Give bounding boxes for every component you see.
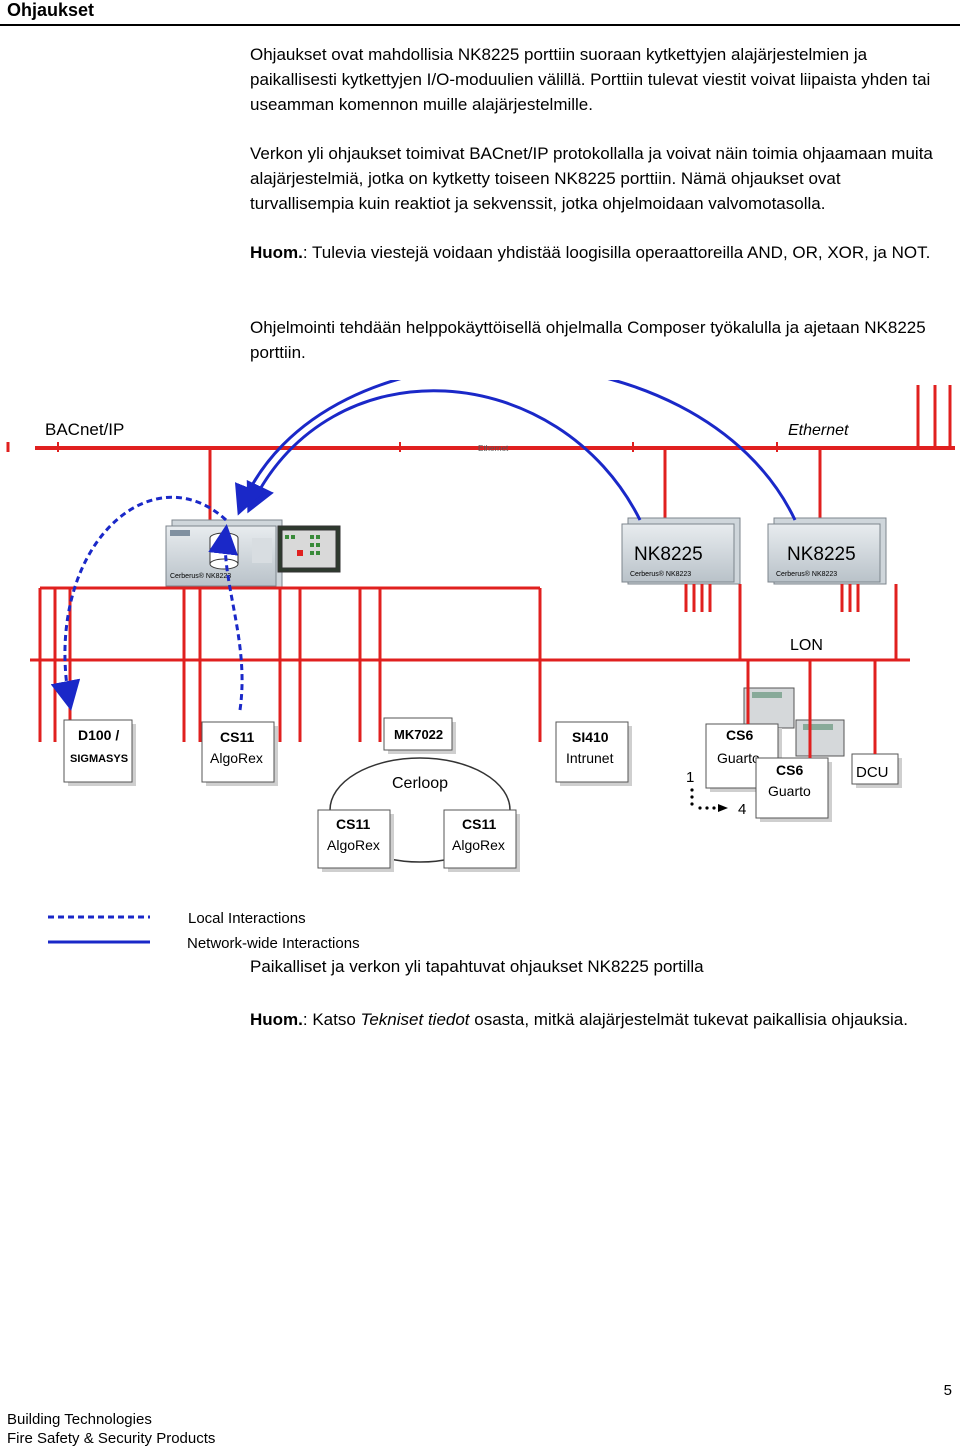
nk8225-device-left: Cerberus® NK8223 xyxy=(621,517,741,585)
cs11b-title: CS11 xyxy=(336,816,370,832)
note2-label: Huom. xyxy=(250,1010,303,1029)
cs11c-title: CS11 xyxy=(462,816,496,832)
d100-sigmasys-box xyxy=(63,719,136,786)
page-number: 5 xyxy=(943,1382,952,1399)
bacnet-label: BACnet/IP xyxy=(45,420,124,439)
nk8225-label-left: NK8225 xyxy=(634,544,703,565)
cs6b-subtitle: Guarto xyxy=(768,783,811,799)
page-title: Ohjaukset xyxy=(7,0,95,20)
si410-box xyxy=(555,721,632,786)
paragraph-intro: Ohjaukset ovat mahdollisia NK8225 portti… xyxy=(250,45,931,114)
d100-label: D100 / xyxy=(78,727,119,743)
guarto-keypad-2 xyxy=(795,719,845,757)
cs6-title: CS6 xyxy=(726,727,753,743)
cs11-box-c xyxy=(443,809,520,872)
guarto-keypad-1 xyxy=(743,687,795,729)
network-interaction-arcs xyxy=(235,380,797,521)
mk7022-title: MK7022 xyxy=(394,727,443,742)
ethernet-label: Ethernet xyxy=(788,422,849,439)
note-text: : Tulevia viestejä voidaan yhdistää loog… xyxy=(302,243,931,262)
dcu-label: DCU xyxy=(856,764,889,781)
footer-line-2: Fire Safety & Security Products xyxy=(7,1430,216,1447)
note2-before: : Katso xyxy=(302,1010,361,1029)
cs6-count-end: 4 xyxy=(738,801,746,818)
lon-drops xyxy=(746,660,877,758)
local-interaction-arcs xyxy=(50,495,244,711)
si410-subtitle: Intrunet xyxy=(566,750,614,766)
cs6-count-start: 1 xyxy=(686,769,694,786)
svg-text:Cerberus® NK8223: Cerberus® NK8223 xyxy=(630,570,691,578)
paragraph-note-operators: Huom.: Tulevia viestejä voidaan yhdistää… xyxy=(250,240,940,265)
svg-text:Cerberus® NK8223: Cerberus® NK8223 xyxy=(776,570,837,578)
cs11-box-b xyxy=(317,809,394,872)
nk8225-label-right: NK8225 xyxy=(787,544,856,565)
legend-local-label: Local Interactions xyxy=(188,910,306,927)
sigmasys-label: SIGMASYS xyxy=(70,753,128,765)
svg-text:Cerberus® NK8223: Cerberus® NK8223 xyxy=(170,572,231,580)
lon-label: LON xyxy=(790,637,823,654)
note2-link-text: Tekniset tiedot xyxy=(360,1010,470,1029)
legend-network-label: Network-wide Interactions xyxy=(187,935,360,952)
cs6-subtitle: Guarto xyxy=(717,750,760,766)
nk8225-device-right: Cerberus® NK8223 xyxy=(767,517,887,585)
nk8225-io-lines xyxy=(684,584,898,660)
network-diagram: BACnet/IP Ethernet Ethernet Cerberus® NK… xyxy=(6,380,955,952)
paragraph-network: Verkon yli ohjaukset toimivat BACnet/IP … xyxy=(250,144,933,213)
cs11-subtitle: AlgoRex xyxy=(210,750,263,766)
mk7022-box xyxy=(383,717,456,754)
si410-title: SI410 xyxy=(572,729,609,745)
cs11-box xyxy=(201,721,278,786)
footer-line-1: Building Technologies xyxy=(7,1411,152,1428)
note-label: Huom. xyxy=(250,243,303,262)
nk8225-device-local: Cerberus® NK8223 xyxy=(165,519,341,589)
cerloop-label: Cerloop xyxy=(392,775,448,792)
cs11b-subtitle: AlgoRex xyxy=(327,837,380,853)
page-header: Ohjaukset xyxy=(0,0,960,26)
figure-caption: Paikalliset ja verkon yli tapahtuvat ohj… xyxy=(250,957,704,976)
cs6-box-b xyxy=(755,757,832,822)
ethernet-small-label: Ethernet xyxy=(478,444,509,453)
note2-after: osasta, mitkä alajärjestelmät tukevat pa… xyxy=(469,1010,908,1029)
paragraph-programming: Ohjelmointi tehdään helppokäyttöisellä o… xyxy=(250,318,926,362)
header-rule xyxy=(0,24,960,26)
paragraph-note-support: Huom.: Katso Tekniset tiedot osasta, mit… xyxy=(250,1007,940,1032)
cs6-dots-arrow xyxy=(690,788,728,812)
cs11c-subtitle: AlgoRex xyxy=(452,837,505,853)
local-subsystem-lines xyxy=(38,586,542,742)
cs6b-title: CS6 xyxy=(776,762,803,778)
cs11-title: CS11 xyxy=(220,729,254,745)
